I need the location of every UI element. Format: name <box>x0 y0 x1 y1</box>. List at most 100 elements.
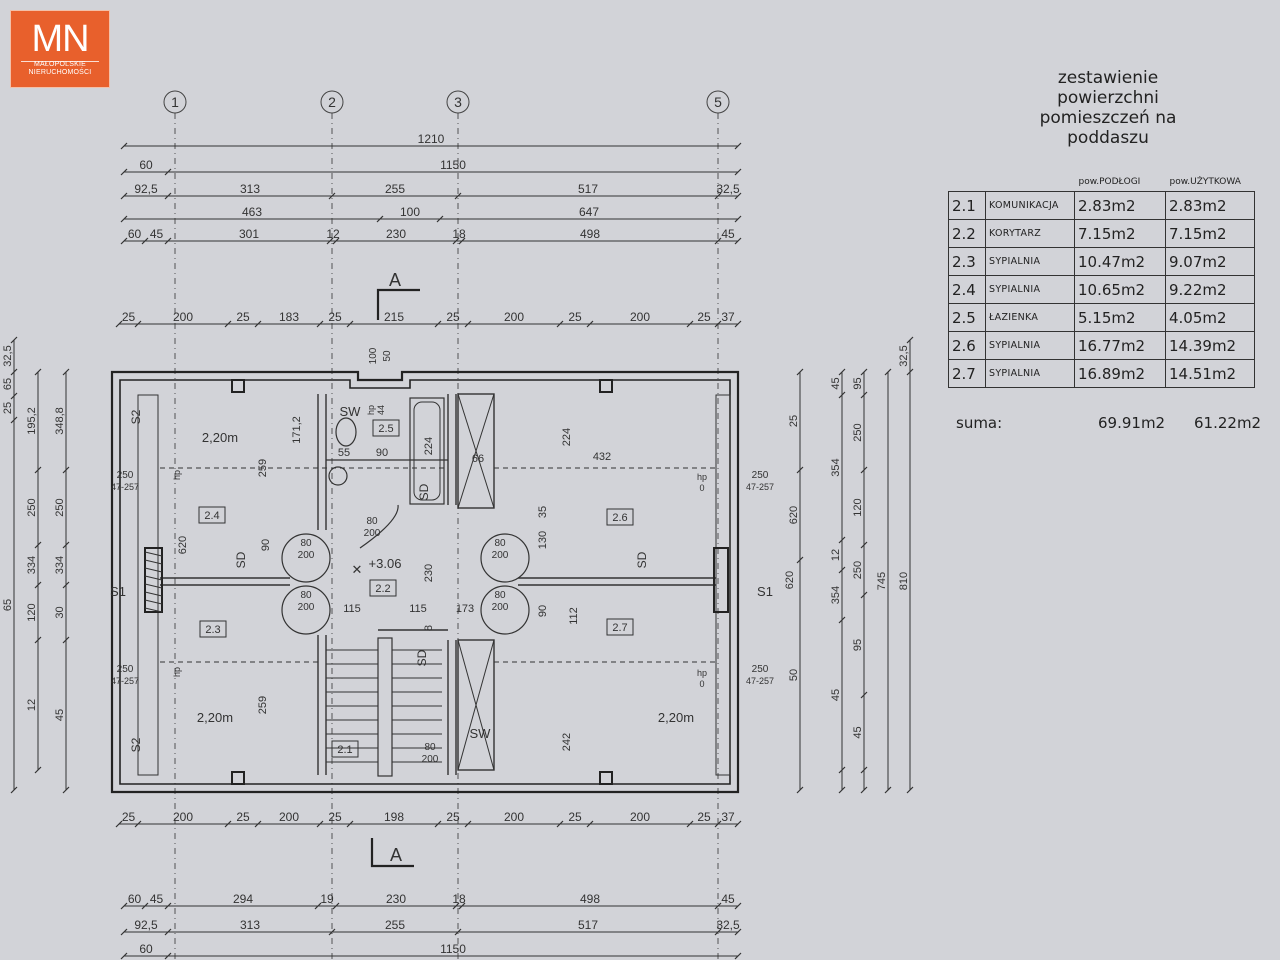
dimension-label: 45 <box>150 227 164 241</box>
logo-line-2: NIERUCHOMOŚCI <box>28 69 92 76</box>
door-swing <box>281 585 331 635</box>
dimension-tick <box>10 336 18 344</box>
dimension-tick <box>141 237 149 245</box>
dimension-label: 334 <box>54 556 66 574</box>
interior-dimension: 230 <box>423 564 435 582</box>
dimension-tick <box>906 368 914 376</box>
stair-rail <box>377 637 393 777</box>
bath-window-label: hp <box>366 405 376 415</box>
header-floor-area: pow.PODŁOGI <box>1078 177 1141 187</box>
dimension-label: 200 <box>504 810 524 824</box>
usable-area: 14.51m2 <box>1165 359 1255 388</box>
dimension-label: 120 <box>852 498 864 516</box>
dimension-label: 517 <box>578 918 598 932</box>
dimension-label: 25 <box>446 310 460 324</box>
chimney-hatch <box>457 393 495 509</box>
dimension-tick <box>860 368 868 376</box>
dimension-label: 230 <box>386 227 406 241</box>
dimension-tick <box>34 766 42 774</box>
dimension-label: 517 <box>578 182 598 196</box>
dimension-tick <box>734 902 742 910</box>
dimension-label: 301 <box>239 227 259 241</box>
table-row: 2.3 SYPIALNIA 10.47m2 9.07m2 <box>948 247 1255 276</box>
interior-dimension: 8 <box>423 625 435 631</box>
bath-window-label: 100 <box>368 347 379 364</box>
grid-axis-bubble <box>446 90 470 114</box>
sill-height-label: hp <box>697 472 707 482</box>
dimension-label: 12 <box>326 227 340 241</box>
dimension-tick <box>224 320 232 328</box>
door-width-label: 80 <box>494 590 506 601</box>
interior-dimension: 130 <box>537 531 549 549</box>
dimension-tick <box>906 336 914 344</box>
dimension-label: 25 <box>788 415 800 427</box>
dimension-label: 745 <box>876 572 888 590</box>
dimension-tick <box>224 820 232 828</box>
dimension-tick <box>62 636 70 644</box>
wall-symbol-label: SW <box>340 404 362 419</box>
dimension-label: 25 <box>236 810 250 824</box>
floor-area: 16.77m2 <box>1074 331 1166 360</box>
dimension-tick <box>734 168 742 176</box>
room-tag-box <box>606 508 634 526</box>
dimension-tick <box>884 786 892 794</box>
dimension-tick <box>796 368 804 376</box>
dimension-tick <box>120 237 128 245</box>
dimension-label: 60 <box>139 158 153 172</box>
vent-mark <box>231 771 245 785</box>
dimension-tick <box>454 928 462 936</box>
dimension-label: 45 <box>830 377 842 389</box>
dimension-tick <box>860 766 868 774</box>
dimension-label: 32,5 <box>716 918 740 932</box>
sill-height-label: hp <box>172 470 182 480</box>
bathtub-inner <box>413 401 441 501</box>
interior-dimension: 115 <box>343 603 361 615</box>
dimension-label: 60 <box>128 892 142 906</box>
dimension-tick <box>120 902 128 910</box>
dimension-label: 250 <box>852 561 864 579</box>
company-logo: MN MAŁOPOLSKIE NIERUCHOMOŚCI <box>11 11 109 87</box>
dimension-tick <box>34 368 42 376</box>
interior-dimension: 35 <box>537 506 549 518</box>
dimension-tick <box>164 168 172 176</box>
dimension-label: 12 <box>26 699 38 711</box>
washbasin <box>328 466 348 486</box>
dimension-tick <box>115 820 123 828</box>
interior-dimension: 224 <box>561 428 573 446</box>
wall-symbol-label: SD <box>234 551 248 568</box>
dimension-tick <box>860 786 868 794</box>
dimension-label: 19 <box>320 892 334 906</box>
dimension-tick <box>860 591 868 599</box>
dimension-tick <box>346 320 354 328</box>
dimension-tick <box>686 820 694 828</box>
dimension-tick <box>332 902 340 910</box>
room-number-label: 2.7 <box>612 622 627 634</box>
area-summary-title: zestawienie powierzchni pomieszczeń na p… <box>1010 68 1206 148</box>
dimension-label: 250 <box>852 423 864 441</box>
dimension-label: 1210 <box>418 132 445 146</box>
dimension-tick <box>316 820 324 828</box>
dimension-tick <box>796 556 804 564</box>
toilet <box>335 417 357 447</box>
window-right <box>713 547 729 613</box>
dimension-label: 198 <box>384 810 404 824</box>
window-size-label: 47-257 <box>111 482 139 492</box>
dimension-tick <box>376 215 384 223</box>
room-tag-box <box>372 419 400 437</box>
window-hatch <box>144 591 163 597</box>
room-number-label: 2.2 <box>375 583 390 595</box>
door-height-label: 200 <box>364 528 381 539</box>
room-number: 2.4 <box>948 275 986 304</box>
usable-area: 9.22m2 <box>1165 275 1255 304</box>
room-tag-box <box>606 618 634 636</box>
dimension-tick <box>120 192 128 200</box>
dimension-tick <box>714 237 722 245</box>
dimension-tick <box>328 928 336 936</box>
usable-area: 14.39m2 <box>1165 331 1255 360</box>
door-height-label: 200 <box>298 550 315 561</box>
door-swing <box>359 504 399 549</box>
dimension-label: 25 <box>446 810 460 824</box>
interior-dimension: 620 <box>784 571 796 589</box>
chimney-shaft <box>457 393 495 509</box>
dimension-tick <box>838 786 846 794</box>
